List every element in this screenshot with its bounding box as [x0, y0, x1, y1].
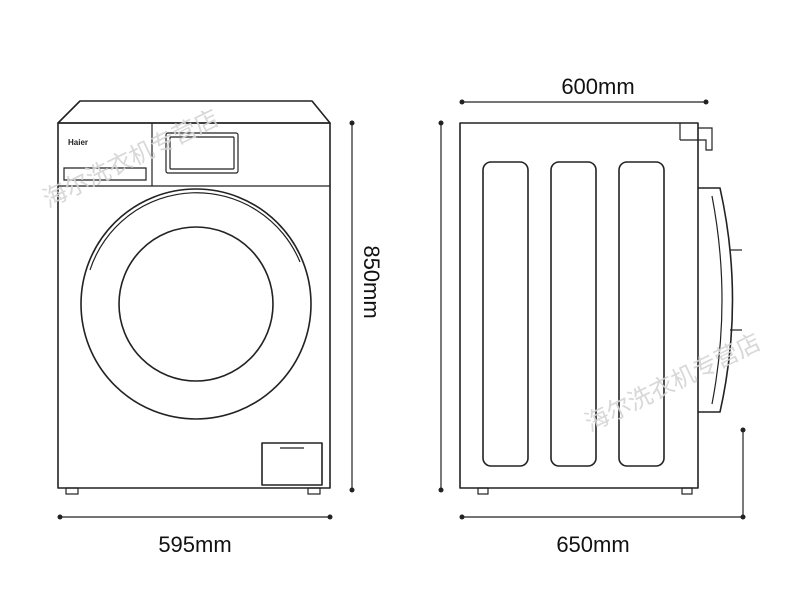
watermark-side: 海尔洗衣机专营店 — [580, 328, 765, 437]
watermark-front: 海尔洗衣机专营店 — [38, 104, 223, 213]
side-door-bulge — [698, 187, 734, 413]
side-top-knob — [698, 127, 713, 151]
door-outer-ring — [80, 188, 312, 420]
front-width-dimension: 595mm — [57, 514, 333, 557]
side-slot-3 — [618, 161, 665, 467]
side-bottom-depth-label: 650mm — [556, 532, 629, 557]
height-dimension: 850mm — [349, 120, 384, 493]
side-top-depth-label: 600mm — [561, 74, 634, 99]
side-foot-left — [477, 487, 489, 495]
brand-logo: Haier — [68, 138, 88, 147]
front-view: Haier — [57, 100, 331, 495]
front-width-label: 595mm — [158, 532, 231, 557]
display-window-inner — [169, 136, 235, 170]
side-top-depth-dimension: 600mm — [459, 74, 709, 105]
door-protrusion-marker — [740, 427, 746, 517]
door-glass — [118, 226, 274, 382]
side-view — [459, 122, 742, 495]
height-label: 850mm — [359, 245, 384, 318]
side-bottom-depth-dimension: 650mm — [459, 514, 746, 557]
filter-cover — [261, 442, 323, 486]
side-door-inner — [711, 195, 723, 405]
side-foot-right — [681, 487, 693, 495]
side-height-dimension — [438, 120, 444, 493]
side-slot-2 — [550, 161, 597, 467]
door-ring-shadow — [89, 192, 301, 271]
side-slot-1 — [482, 161, 529, 467]
front-body — [57, 122, 331, 489]
front-foot-left — [65, 487, 79, 495]
detergent-drawer — [63, 167, 147, 181]
display-window — [165, 132, 239, 174]
side-body — [459, 122, 699, 489]
front-foot-right — [307, 487, 321, 495]
